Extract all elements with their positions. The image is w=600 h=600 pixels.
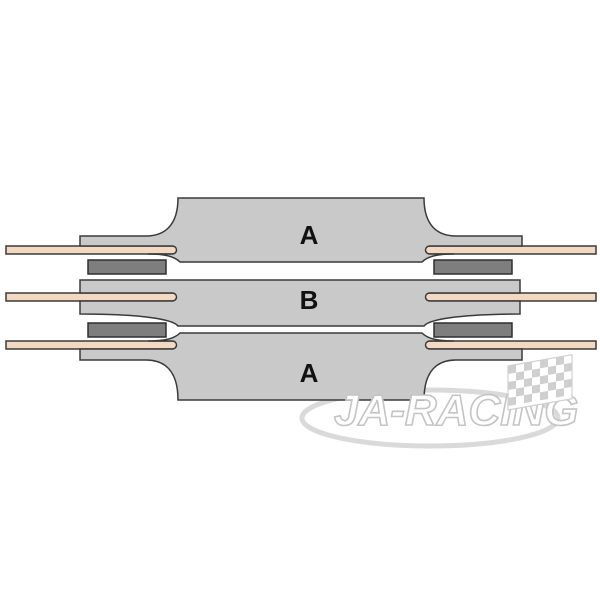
plate-middle <box>79 279 521 327</box>
plate-top <box>79 197 523 263</box>
pad-right-upper <box>433 259 513 275</box>
wire-left-bottom <box>5 340 183 350</box>
wire-right-top <box>419 245 597 255</box>
wire-left-top <box>5 245 183 255</box>
watermark-swoosh <box>299 387 561 449</box>
watermark-brand: JA-RACING <box>333 354 579 436</box>
label-top: A <box>300 220 319 250</box>
pads <box>87 259 513 338</box>
watermark <box>299 387 561 449</box>
plate-bottom <box>79 332 523 401</box>
checkered-flag-icon <box>507 354 573 411</box>
pad-left-lower <box>87 322 167 338</box>
wire-right-bottom <box>419 340 597 350</box>
pad-right-lower <box>433 322 513 338</box>
pad-left-upper <box>87 259 167 275</box>
label-bottom: A <box>300 358 319 388</box>
wire-right-middle <box>419 292 597 302</box>
label-middle: B <box>300 285 319 315</box>
wire-left-middle <box>5 292 183 302</box>
